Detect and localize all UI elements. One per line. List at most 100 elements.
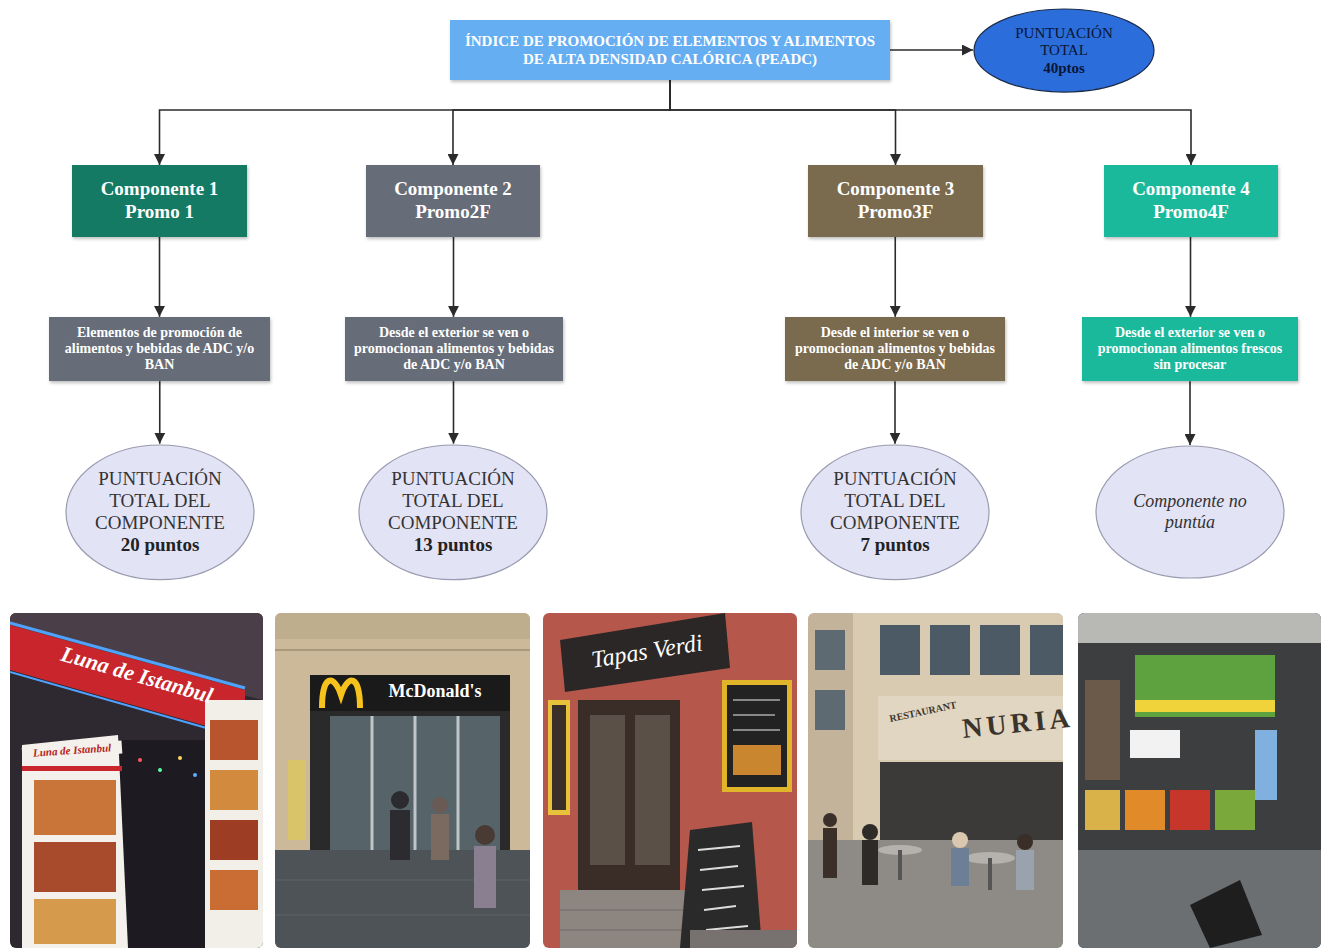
photo-restaurant-part: [930, 625, 970, 675]
photo-kebab-shop-part: [34, 780, 116, 835]
component-box-content: Componente 2 Promo2F: [366, 178, 540, 224]
photo-tapas-bar-part: [548, 700, 570, 815]
node-text: PUNTUACIÓN TOTAL DEL COMPONENTE: [383, 468, 523, 534]
photo-fruit-shop-part: [1135, 655, 1275, 717]
description-box-content: Desde el interior se ven o promocionan a…: [785, 325, 1005, 373]
photo-kebab-shop-part: [158, 768, 162, 772]
photo-tapas-bar-part: [635, 715, 670, 865]
photo-mcdonalds-part: [391, 791, 409, 809]
description-box: Desde el exterior se ven o promocionan a…: [1082, 317, 1298, 381]
component-box-content: Componente 4 Promo4F: [1104, 178, 1278, 224]
photo-tapas-bar-part: [727, 685, 787, 787]
node-value: 7 puntos: [825, 534, 965, 556]
component-box: Componente 3 Promo3F: [808, 165, 983, 237]
photo-tapas-bar-part: [560, 930, 690, 931]
photo-mcdonalds-part: [275, 613, 530, 639]
component-box: Componente 1 Promo 1: [72, 165, 247, 237]
photo-fruit-shop-part: [1130, 730, 1180, 758]
photo-mcdonalds-part: [275, 649, 530, 651]
photo-mcdonalds-part: [475, 825, 495, 845]
photo-fruit-shop: [1078, 613, 1321, 948]
node-text: Desde el exterior se ven o promocionan a…: [351, 325, 557, 373]
total-ellipse-content: PUNTUACIÓN TOTAL40ptos: [1002, 25, 1126, 77]
photo-tapas-bar-part: [722, 680, 792, 792]
photo-kebab-shop: [10, 613, 263, 948]
connector-arrow: [159, 381, 161, 444]
photo-tapas-bar-part: [680, 822, 762, 948]
description-box-content: Desde el exterior se ven o promocionan a…: [345, 325, 563, 373]
photo-restaurant-part: [880, 625, 920, 675]
score-circle-content: Componente no puntúa: [1114, 491, 1266, 532]
title-box-content: ÍNDICE DE PROMOCIÓN DE ELEMENTOS Y ALIME…: [450, 32, 890, 68]
photo-tapas-bar-part: [560, 613, 730, 692]
photo-mcdonalds-part: [330, 716, 500, 850]
photo-tapas-bar-part: [560, 890, 690, 948]
photo-tapas-bar-part: [733, 700, 780, 701]
photo-kebab-shop-part: [205, 700, 263, 948]
sign-text: McDonald's: [366, 681, 504, 702]
photo-restaurant-part: [988, 858, 992, 890]
node-value: 40ptos: [1008, 60, 1120, 77]
photo-kebab-shop-part: [120, 740, 210, 948]
connector-arrow: [670, 80, 1191, 165]
node-value: 13 puntos: [383, 534, 523, 556]
score-circle-shape: [1096, 446, 1284, 578]
node-text: PUNTUACIÓN TOTAL DEL COMPONENTE: [825, 468, 965, 534]
photo-kebab-shop-part: [210, 870, 258, 910]
photo-fruit-shop-part: [1085, 680, 1120, 780]
description-box: Elementos de promoción de alimentos y be…: [49, 317, 270, 381]
node-text: Componente 2 Promo2F: [374, 178, 532, 224]
connector-arrow: [160, 80, 671, 165]
photo-mcdonalds: [275, 613, 530, 948]
photo-kebab-shop-part: [138, 758, 142, 762]
photo-restaurant-part: [823, 813, 837, 827]
connector-arrow: [670, 80, 896, 165]
photo-restaurant-part: [1016, 850, 1034, 890]
photo-fruit-shop-part: [1135, 700, 1275, 712]
photo-mcdonalds-part: [474, 846, 496, 908]
photo-tapas-bar-part: [690, 930, 797, 948]
photo-mcdonalds-part: [432, 797, 448, 813]
photo-mcdonalds-part: [288, 760, 306, 840]
score-circle-shape: [801, 445, 989, 580]
photo-restaurant-part: [1030, 625, 1063, 675]
photo-tapas-bar-part: [733, 715, 775, 716]
description-box: Desde el interior se ven o promocionan a…: [785, 317, 1005, 381]
photo-fruit-shop-part: [1125, 790, 1165, 830]
photo-restaurant-part: [862, 824, 878, 840]
node-text: Elementos de promoción de alimentos y be…: [55, 325, 264, 373]
node-text: PUNTUACIÓN TOTAL: [1008, 25, 1120, 60]
score-circle-content: PUNTUACIÓN TOTAL DEL COMPONENTE7 puntos: [819, 468, 971, 555]
photo-fruit-shop-part: [1078, 613, 1321, 948]
photo-kebab-shop-part: [34, 842, 116, 892]
score-circle: PUNTUACIÓN TOTAL DEL COMPONENTE20 puntos: [65, 444, 255, 581]
photo-restaurant-part: [951, 848, 969, 886]
score-circle: PUNTUACIÓN TOTAL DEL COMPONENTE7 puntos: [800, 444, 990, 581]
photo-restaurant-part: [853, 613, 1063, 873]
connector-arrow: [453, 80, 670, 165]
node-text: Componente no puntúa: [1120, 491, 1260, 532]
photo-restaurant-part: [980, 625, 1020, 675]
total-ellipse: PUNTUACIÓN TOTAL40ptos: [973, 8, 1155, 93]
component-box-content: Componente 1 Promo 1: [72, 178, 247, 224]
description-box-content: Elementos de promoción de alimentos y be…: [49, 325, 270, 373]
photo-fruit-shop-part: [1190, 880, 1262, 948]
photo-mcdonalds-part: [414, 716, 417, 850]
photo-tapas-bar-part: [590, 715, 625, 865]
node-text: Componente 1 Promo 1: [80, 178, 239, 224]
score-circle-shape: [66, 445, 254, 580]
photo-tapas-bar-part: [543, 613, 797, 948]
connector-arrow: [453, 381, 455, 444]
photo-tapas-bar-part: [560, 910, 690, 911]
photo-kebab-shop-part: [210, 820, 258, 860]
title-box: ÍNDICE DE PROMOCIÓN DE ELEMENTOS Y ALIME…: [450, 20, 890, 80]
photo-restaurant-part: [815, 630, 845, 670]
photo-kebab-shop-part: [34, 899, 116, 944]
connector-arrow: [894, 381, 896, 444]
node-value: 20 puntos: [90, 534, 230, 556]
photo-mcdonalds-part: [310, 675, 510, 711]
photo-tapas-bar: [543, 613, 797, 948]
score-circle: PUNTUACIÓN TOTAL DEL COMPONENTE13 puntos: [358, 444, 548, 581]
photo-mcdonalds-part: [275, 915, 530, 916]
node-text: Desde el exterior se ven o promocionan a…: [1088, 325, 1292, 373]
